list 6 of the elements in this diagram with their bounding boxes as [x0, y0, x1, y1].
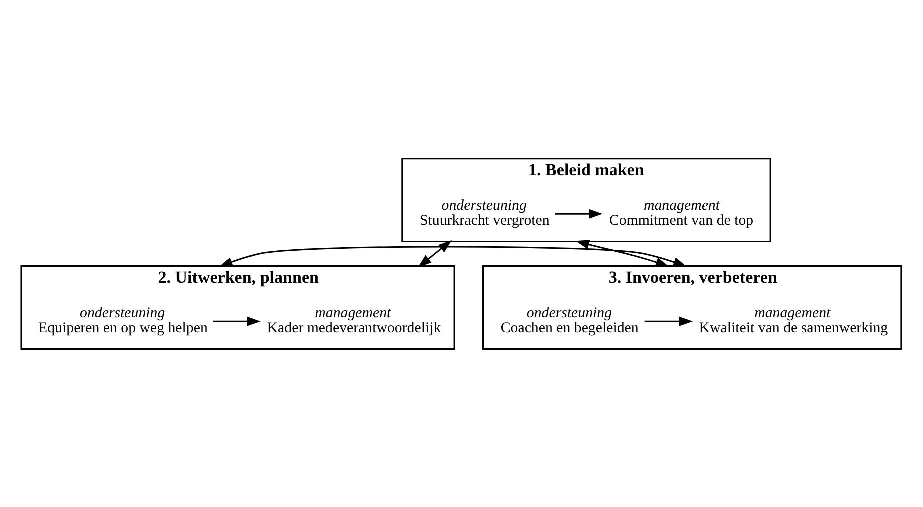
- node-text: ondersteuning Stuurkracht vergroten: [420, 198, 550, 228]
- node-text: ondersteuning Coachen en begeleiden: [500, 305, 639, 336]
- node-text: management Kader medeverantwoordelijk: [267, 305, 442, 336]
- node-text: management Commitment van de top: [609, 198, 754, 228]
- node-text: management Kwaliteit van de samenwerking: [699, 305, 888, 336]
- node-text: ondersteuning Equiperen en op weg helpen: [38, 305, 208, 336]
